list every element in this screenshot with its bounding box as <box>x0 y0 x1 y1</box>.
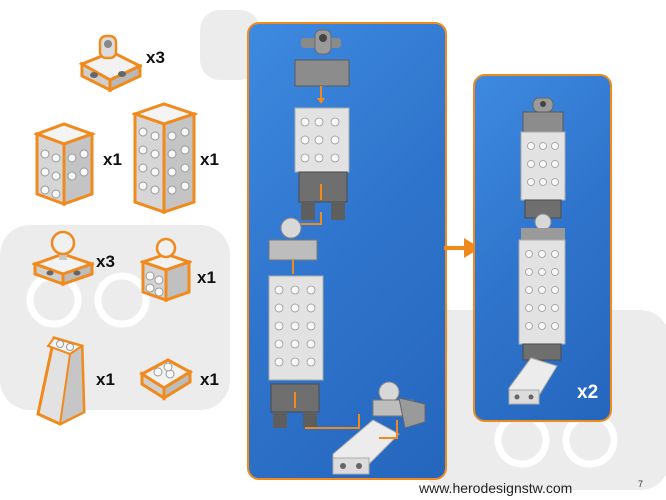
assembly-panel <box>247 22 447 480</box>
ball-joint-plate-icon <box>32 230 94 287</box>
result-panel: x2 <box>473 74 612 422</box>
part-count-brick-2x2x5: x1 <box>200 150 219 169</box>
multiplier-label: x2 <box>577 382 599 403</box>
assembly-steps-illustration <box>268 29 426 475</box>
wedge-plate-icon <box>139 358 193 401</box>
part-count-ball-brick-2x2: x1 <box>197 268 216 287</box>
part-count-hinge-plate: x3 <box>146 48 165 67</box>
part-count-ball-joint-plate: x3 <box>96 252 115 271</box>
part-count-wedge-plate: x1 <box>200 370 219 389</box>
finished-leg-illustration <box>508 97 566 405</box>
slope-brick-icon <box>36 336 86 426</box>
part-count-slope-brick: x1 <box>96 370 115 389</box>
ball-brick-2x2-icon <box>140 237 192 303</box>
page-number: 7 <box>638 479 644 489</box>
website-link[interactable]: www.herodesignstw.com <box>419 480 573 496</box>
hinge-plate-icon <box>78 34 142 93</box>
brick-2x2x3-icon <box>34 122 96 207</box>
arrow-right-icon <box>444 238 480 258</box>
part-count-brick-2x2x3: x1 <box>103 150 122 169</box>
brick-2x2x5-icon <box>132 102 198 215</box>
